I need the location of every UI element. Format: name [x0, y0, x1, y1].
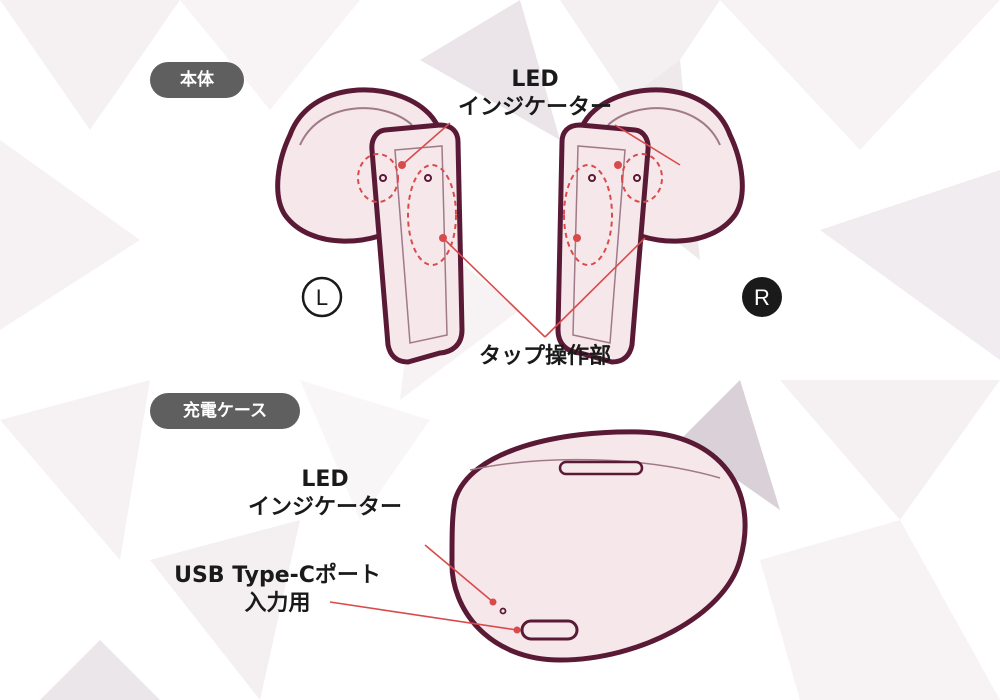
case-led-label-line1: LED: [301, 467, 349, 492]
earbud-led-pointer-left: [401, 122, 451, 166]
earbud-led-label-line2: インジケーター: [457, 95, 612, 120]
charging-case: [449, 429, 748, 663]
case-led-pointer: [424, 544, 494, 603]
right-marker-circle: [742, 277, 782, 317]
case-usb-label: USB Type-Cポート 入力用: [150, 562, 405, 618]
earbud-led-label: LED インジケーター: [430, 66, 640, 122]
case-led-label: LED インジケーター: [225, 466, 425, 522]
earbud-led-label-line1: LED: [511, 67, 559, 92]
usb-c-port: [520, 619, 579, 641]
left-marker-letter: L: [316, 285, 328, 310]
case-usb-label-line2: 入力用: [244, 591, 311, 616]
tap-pointer-right: [544, 237, 646, 338]
case-led-label-line2: インジケーター: [247, 495, 402, 520]
left-earbud: [278, 90, 462, 362]
right-marker-letter: R: [754, 285, 770, 310]
case-usb-label-line1: USB Type-Cポート: [174, 563, 381, 588]
left-marker-circle: [301, 276, 343, 318]
case-section-label: 充電ケース: [150, 393, 300, 429]
earbud-led-pointer-right: [614, 124, 681, 166]
tap-area-label: タップ操作部: [478, 344, 611, 369]
right-earbud: [558, 90, 742, 362]
earbuds-section-label: 本体: [150, 62, 244, 98]
tap-pointer-left: [442, 237, 546, 338]
case-usb-pointer: [329, 601, 518, 631]
